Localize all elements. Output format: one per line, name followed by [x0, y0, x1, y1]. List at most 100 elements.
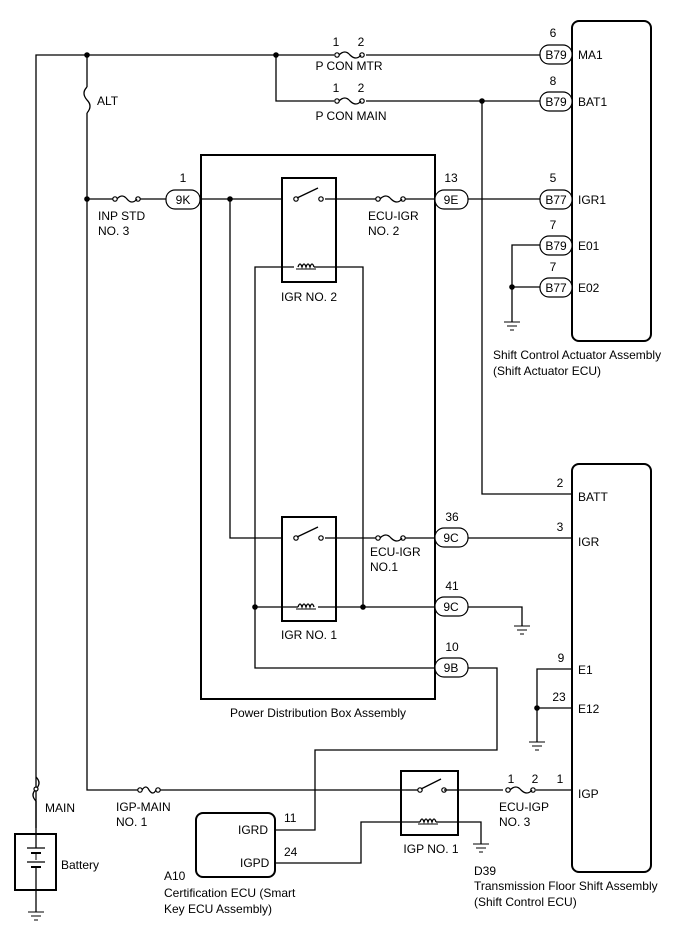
label-main: MAIN: [45, 801, 75, 815]
svg-text:B77: B77: [545, 281, 567, 295]
fuse-pin-2: 2: [532, 772, 539, 786]
label-ecu-igp-no: NO. 3: [499, 815, 531, 829]
power-distribution-box: [200, 154, 436, 700]
svg-text:B79: B79: [545, 239, 567, 253]
fuse-pcon-main-icon: [334, 97, 365, 105]
fuse-pin-2: 2: [358, 35, 365, 49]
label-ecu-igr2-no: NO. 2: [368, 224, 400, 238]
pin-igrd-label: IGRD: [238, 823, 268, 837]
pin-e12-label: E12: [578, 702, 600, 716]
fuse-main-icon: [32, 776, 40, 802]
fuse-ecu-igr1-icon: [375, 534, 406, 542]
svg-text:9E: 9E: [444, 193, 459, 207]
pin-ma1-number: 6: [550, 26, 557, 40]
battery-label: Battery: [61, 858, 99, 872]
transmission-subtitle: (Shift Control ECU): [474, 895, 577, 909]
pin-bat1-label: BAT1: [578, 95, 607, 109]
certification-code: A10: [164, 869, 186, 883]
label-igp-main: IGP-MAIN: [116, 800, 171, 814]
svg-text:9B: 9B: [444, 661, 459, 675]
label-igr-no2: IGR NO. 2: [281, 290, 337, 304]
label-inp-std-no: NO. 3: [98, 224, 130, 238]
pin-e02-number: 7: [550, 260, 557, 274]
fuse-pcon-mtr-icon: [334, 51, 365, 59]
svg-text:9K: 9K: [176, 193, 191, 207]
connector-9c-ground: 9C: [434, 596, 469, 617]
pin-9k-number: 1: [180, 171, 187, 185]
battery-icon: [14, 833, 57, 891]
pdb-label: Power Distribution Box Assembly: [230, 706, 406, 720]
label-ecu-igr1: ECU-IGR: [370, 545, 421, 559]
certification-ecu-box: [195, 812, 276, 878]
connector-9c-igr: 9C: [434, 527, 469, 548]
pin-9c-41-number: 41: [445, 579, 459, 593]
relay-igp1-icon: [400, 770, 459, 836]
pin-e1-label: E1: [578, 663, 593, 677]
label-p-con-mtr: P CON MTR: [315, 59, 382, 73]
pin-igpd-label: IGPD: [240, 856, 270, 870]
label-ecu-igp: ECU-IGP: [499, 800, 549, 814]
label-ecu-igr1-no: NO.1: [370, 560, 398, 574]
pin-e02-label: E02: [578, 281, 600, 295]
pin-e12-number: 23: [552, 690, 566, 704]
pin-igr-label: IGR: [578, 535, 600, 549]
pin-9c-36-number: 36: [445, 510, 459, 524]
connector-b77-e02: B77: [539, 277, 573, 298]
pin-bat1-number: 8: [550, 74, 557, 88]
connector-9k: 9K: [165, 189, 201, 210]
fuse-alt-icon: [83, 86, 91, 114]
svg-text:B77: B77: [545, 193, 567, 207]
label-igp-no1: IGP NO. 1: [403, 842, 458, 856]
wires: [35, 54, 572, 912]
fuse-pin-2: 2: [358, 81, 365, 95]
shift-actuator-ecu-box: [571, 20, 652, 342]
label-igr-no1: IGR NO. 1: [281, 628, 337, 642]
connector-b79-bat1: B79: [539, 91, 573, 112]
shift-actuator-title: Shift Control Actuator Assembly: [493, 348, 661, 362]
fuse-pin-1: 1: [333, 81, 340, 95]
pin-ma1-label: MA1: [578, 48, 603, 62]
connector-b79-ma1: B79: [539, 44, 573, 65]
ground-icon: [28, 911, 44, 921]
ground-icon: [514, 625, 530, 635]
svg-text:9C: 9C: [443, 531, 459, 545]
label-ecu-igr2: ECU-IGR: [368, 209, 419, 223]
label-p-con-main: P CON MAIN: [315, 109, 386, 123]
connector-9e: 9E: [434, 189, 469, 210]
fuse-pin-1: 1: [333, 35, 340, 49]
pin-e1-number: 9: [558, 651, 565, 665]
transmission-code: D39: [474, 864, 496, 878]
ground-icon: [473, 843, 489, 853]
fuse-inp-std-icon: [112, 195, 141, 203]
pin-e01-label: E01: [578, 239, 600, 253]
fuse-igp-main-icon: [137, 786, 161, 794]
certification-subtitle: Key ECU Assembly): [164, 902, 272, 916]
svg-text:B79: B79: [545, 95, 567, 109]
transmission-title: Transmission Floor Shift Assembly: [474, 879, 658, 893]
pin-igrd-number: 11: [284, 811, 297, 825]
pin-igr-number: 3: [557, 520, 564, 534]
relay-igr1-icon: [281, 516, 337, 622]
connector-b77-igr1: B77: [539, 189, 573, 210]
fuse-ecu-igp-icon: [505, 786, 536, 794]
label-alt: ALT: [97, 94, 119, 108]
svg-text:B79: B79: [545, 48, 567, 62]
pin-igp-number: 1: [557, 772, 564, 786]
pin-9e-number: 13: [444, 171, 458, 185]
pin-igpd-number: 24: [284, 845, 298, 859]
pin-9b-number: 10: [445, 640, 459, 654]
relay-igr2-icon: [281, 177, 337, 283]
pin-igp-label: IGP: [578, 787, 599, 801]
ground-icon: [504, 321, 520, 331]
connector-b79-e01: B79: [539, 235, 573, 256]
fuse-ecu-igr2-icon: [375, 195, 406, 203]
junction-dots: [84, 52, 540, 711]
shift-actuator-subtitle: (Shift Actuator ECU): [493, 364, 601, 378]
pin-e01-number: 7: [550, 218, 557, 232]
pin-batt-number: 2: [557, 476, 564, 490]
connector-9b: 9B: [434, 657, 469, 678]
certification-title: Certification ECU (Smart: [164, 886, 296, 900]
svg-text:9C: 9C: [443, 600, 459, 614]
label-inp-std: INP STD: [98, 209, 145, 223]
